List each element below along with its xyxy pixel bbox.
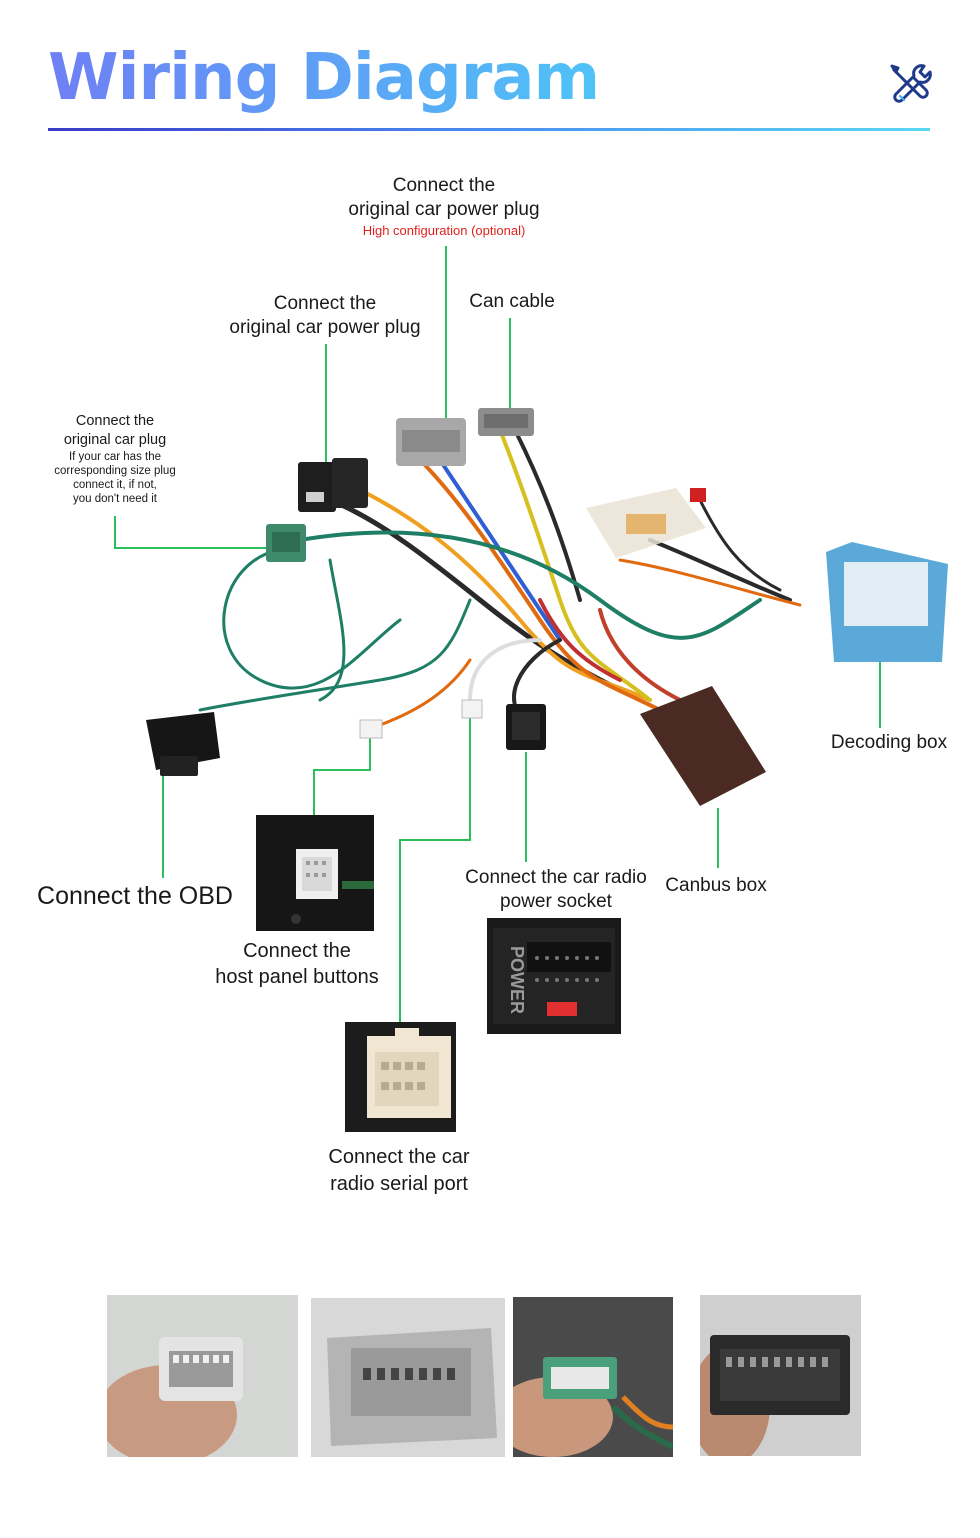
label-serial-port: Connect the car radio serial port (314, 1144, 484, 1198)
label-text: host panel buttons (215, 966, 379, 988)
photo-green-plug (513, 1297, 673, 1457)
power-word: POWER (507, 946, 527, 1014)
photo-serial-port (345, 1022, 456, 1132)
label-note: you don't need it (72, 493, 158, 505)
label-decoding-box: Decoding box (830, 732, 948, 753)
label-note: corresponding size plug (54, 465, 176, 477)
label-text: original car power plug (348, 199, 540, 220)
label-canbus-box: Canbus box (665, 875, 767, 896)
label-text: power socket (500, 891, 612, 912)
photo-black-plug (700, 1295, 861, 1456)
label-note: connect it, if not, (73, 479, 157, 491)
photo-gray-small-plug (107, 1295, 298, 1457)
tools-icon (890, 64, 932, 103)
label-panel-buttons: Connect the host panel buttons (200, 938, 394, 990)
connector-radio-power (506, 704, 546, 750)
relay-clear-module (586, 488, 706, 558)
leader-car-plug (114, 516, 268, 549)
wire-bundle (198, 428, 802, 727)
photo-gray-large-plug (311, 1298, 505, 1457)
connector-white-serial (461, 699, 483, 719)
label-text: original car power plug (229, 317, 421, 338)
leader-serial-port (399, 714, 471, 1024)
label-text: Connect the (75, 413, 155, 429)
connector-black-main (298, 458, 368, 512)
label-note: If your car has the (68, 451, 162, 463)
title-divider (48, 128, 930, 131)
connector-obd (146, 712, 220, 776)
label-text: radio serial port (330, 1173, 468, 1195)
optional-note: High configuration (optional) (362, 223, 526, 238)
label-power-plug: Connect the original car power plug (220, 292, 430, 340)
label-radio-power: Connect the car radio power socket (452, 866, 660, 914)
page-title: Wiring Diagram (48, 38, 600, 118)
leader-panel-buttons (313, 734, 371, 836)
label-text: Connect the (243, 940, 351, 962)
label-text: Connect the car (328, 1146, 470, 1168)
connector-can (478, 408, 534, 436)
label-text: original car plug (63, 432, 167, 448)
label-obd: Connect the OBD (37, 882, 233, 910)
label-text: Connect the (273, 293, 377, 314)
photo-radio-power-socket: POWER (487, 918, 621, 1034)
canbus-box (640, 686, 766, 806)
decoding-box (826, 542, 948, 662)
label-text: Connect the (392, 175, 496, 196)
label-car-plug: Connect the original car plug If your ca… (40, 412, 190, 506)
label-power-plug-high: Connect the original car power plug High… (336, 174, 552, 240)
photo-panel-buttons-port (256, 815, 374, 931)
connector-white-panel (359, 719, 383, 739)
label-can-cable: Can cable (469, 291, 555, 312)
label-text: Connect the car radio (465, 867, 647, 888)
connector-green (266, 524, 306, 562)
connector-gray-high (396, 418, 466, 466)
